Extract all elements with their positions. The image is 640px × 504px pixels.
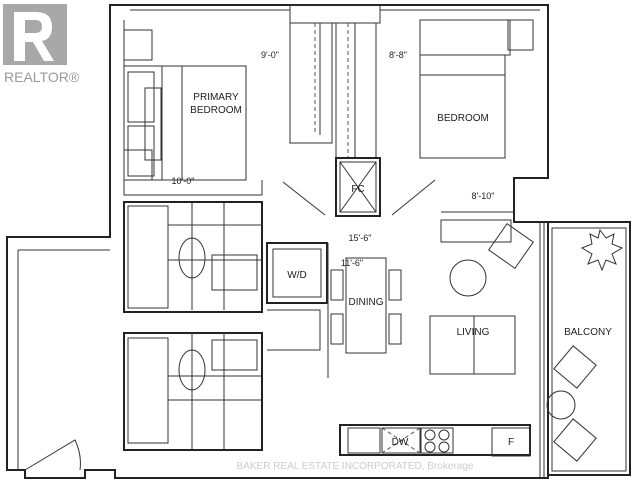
primary-bedroom-label-2: BEDROOM: [190, 105, 242, 116]
fc-label: FC: [351, 184, 364, 195]
entry-door: [24, 439, 81, 471]
coffee-table: [449, 259, 487, 297]
realtor-logo: REALTOR®: [3, 4, 80, 85]
fan-coil: FC: [335, 157, 381, 217]
dimension-label: 9'-0": [261, 50, 279, 60]
primary-bed: [123, 65, 247, 181]
bathroom-1: [123, 201, 263, 313]
bathroom-2: [123, 332, 263, 451]
primary-bedroom-label: PRIMARY: [193, 92, 239, 103]
bedroom-label: BEDROOM: [437, 113, 489, 124]
plant-icon: [580, 228, 624, 272]
realtor-logo-text: REALTOR®: [4, 69, 80, 85]
kitchen-counter: [339, 424, 531, 457]
balcony-table: [546, 390, 576, 420]
dimension-label: 10'-0": [172, 176, 195, 186]
dishwasher-label: DW: [392, 437, 409, 448]
dining-table: [345, 257, 387, 354]
exterior-wall: [6, 4, 549, 479]
fridge-label: F: [508, 437, 514, 448]
washer-dryer-label: W/D: [287, 270, 306, 281]
balcony-outline: [547, 221, 631, 476]
sofa: [429, 315, 516, 375]
balcony-label: BALCONY: [564, 327, 612, 338]
dimension-label: 15'-6": [349, 233, 372, 243]
washer-dryer: [266, 242, 328, 304]
armchair: [488, 223, 534, 269]
living-label: LIVING: [457, 327, 490, 338]
dining-label: DINING: [349, 297, 384, 308]
bedroom-bed: [419, 54, 506, 159]
dimension-label: 8'-10": [472, 191, 495, 201]
dimension-label: 11'-6": [341, 258, 363, 268]
dimension-label: 8'-8": [389, 50, 407, 60]
watermark: BAKER REAL ESTATE INCORPORATED, Brokerag…: [237, 461, 474, 472]
balcony-chair: [553, 418, 597, 462]
balcony-chair: [553, 345, 597, 389]
window-lines: [17, 9, 540, 470]
